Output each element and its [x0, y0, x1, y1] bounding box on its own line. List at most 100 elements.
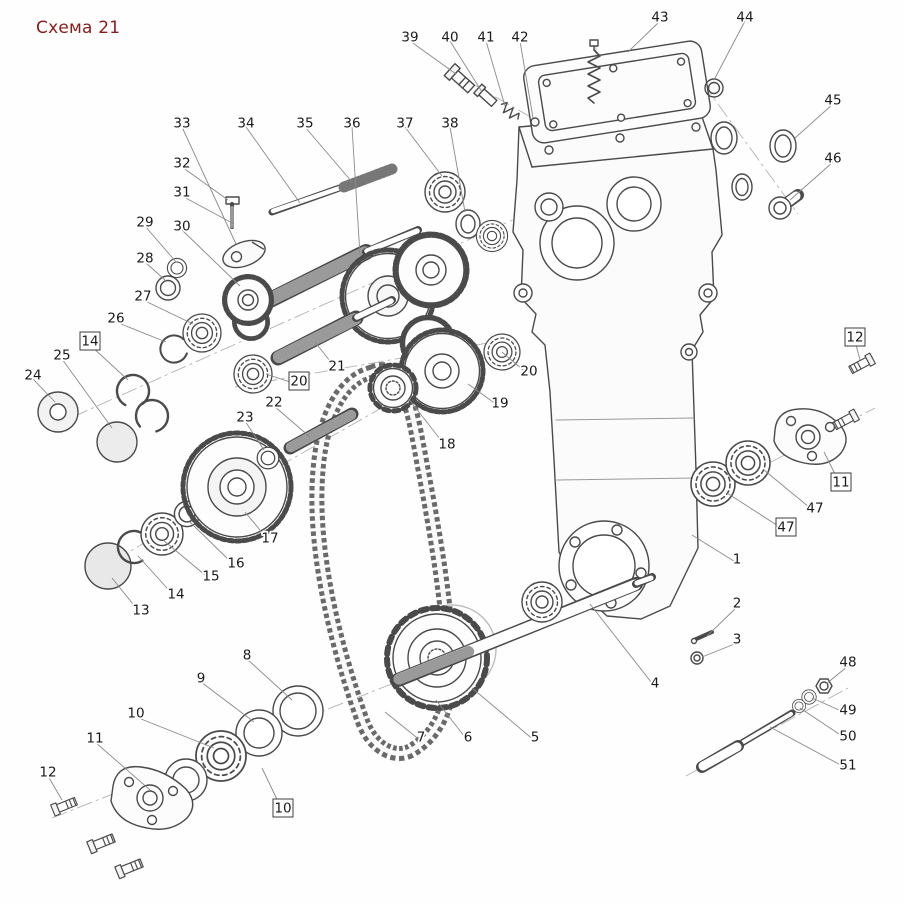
- snap-ring-14a: [109, 367, 157, 415]
- callout-16: 16: [189, 521, 246, 573]
- washer-29: [166, 257, 188, 279]
- svg-text:10: 10: [274, 801, 291, 817]
- snap-ring-14b: [128, 392, 176, 440]
- callout-48: 48: [825, 653, 858, 685]
- callout-20: 20: [265, 371, 310, 391]
- svg-text:12: 12: [39, 765, 56, 781]
- svg-text:11: 11: [86, 731, 103, 747]
- callout-3: 3: [701, 630, 743, 658]
- svg-text:22: 22: [265, 395, 282, 411]
- svg-text:13: 13: [132, 603, 149, 619]
- output-shaft-4: [391, 573, 656, 687]
- svg-text:17: 17: [261, 531, 278, 547]
- callout-32: 32: [172, 154, 229, 201]
- svg-text:7: 7: [417, 730, 426, 746]
- svg-text:41: 41: [477, 30, 494, 46]
- callout-7: 7: [384, 711, 427, 747]
- callout-43: 43: [627, 8, 670, 53]
- gearbox-housing: [512, 110, 723, 620]
- svg-text:6: 6: [464, 730, 473, 746]
- svg-text:18: 18: [438, 437, 455, 453]
- callout-17: 17: [244, 511, 280, 548]
- callout-50: 50: [799, 707, 858, 746]
- seal-ring-45c: [731, 173, 753, 201]
- callout-49: 49: [811, 697, 858, 720]
- svg-text:14: 14: [81, 334, 98, 350]
- bearing-20-right: [475, 219, 509, 253]
- callout-15: 15: [162, 539, 221, 586]
- callout-4: 4: [589, 603, 661, 693]
- bearing-27: [182, 313, 222, 353]
- chain-sprocket-18: [367, 362, 419, 414]
- detent-bolt-icon: [443, 62, 476, 94]
- svg-text:48: 48: [839, 655, 856, 671]
- callout-39: 39: [400, 28, 457, 75]
- svg-text:50: 50: [839, 729, 856, 745]
- detent-ball-icon: [530, 117, 540, 127]
- callout-5: 5: [471, 687, 541, 747]
- svg-text:2: 2: [733, 596, 742, 612]
- callout-37: 37: [395, 114, 443, 177]
- flange-plate-11-left: [110, 765, 194, 830]
- callout-10: 10: [261, 767, 294, 818]
- svg-text:19: 19: [491, 396, 508, 412]
- svg-text:4: 4: [651, 676, 660, 692]
- callout-22: 22: [264, 393, 311, 438]
- svg-text:8: 8: [243, 648, 252, 664]
- callout-44: 44: [713, 8, 755, 81]
- svg-text:49: 49: [839, 703, 856, 719]
- o-ring-44: [704, 78, 724, 98]
- callout-42: 42: [510, 28, 534, 119]
- callout-29: 29: [135, 213, 177, 263]
- svg-text:10: 10: [127, 706, 144, 722]
- svg-text:26: 26: [107, 311, 124, 327]
- callout-28: 28: [135, 249, 167, 282]
- svg-text:3: 3: [733, 632, 742, 648]
- rod-spring-35: [338, 163, 398, 193]
- svg-text:47: 47: [777, 520, 794, 536]
- svg-text:9: 9: [197, 671, 206, 687]
- splined-shaft-22: [283, 407, 359, 455]
- countershaft-21: [270, 296, 396, 366]
- callout-9: 9: [195, 669, 255, 723]
- top-cover-plate: [523, 40, 711, 144]
- callout-46: 46: [789, 149, 843, 201]
- callout-47: 47: [763, 469, 825, 518]
- svg-text:30: 30: [173, 219, 190, 235]
- callout-24: 24: [23, 366, 56, 403]
- svg-text:40: 40: [441, 30, 458, 46]
- detent-pin-icon: [473, 83, 498, 108]
- svg-text:20: 20: [290, 374, 307, 390]
- callout-23: 23: [235, 408, 265, 451]
- callout-1: 1: [691, 534, 743, 569]
- callout-31: 31: [172, 183, 235, 225]
- callout-25: 25: [52, 346, 113, 429]
- callout-21: 21: [314, 341, 347, 376]
- callout-35: 35: [295, 114, 353, 183]
- callout-51: 51: [769, 726, 858, 775]
- callout-6: 6: [435, 699, 474, 747]
- callout-14: 14: [79, 331, 129, 381]
- shift-fork-33: [222, 239, 266, 269]
- seal-ring-8: [272, 685, 324, 737]
- shift-bolt-32: [225, 196, 240, 229]
- callout-19: 19: [467, 383, 510, 413]
- callout-27: 27: [133, 287, 194, 325]
- seal-ring-45a: [710, 121, 738, 155]
- svg-text:12: 12: [846, 330, 863, 346]
- fitting-3: [690, 651, 704, 665]
- bearing-on-shaft-4: [521, 581, 563, 623]
- svg-text:35: 35: [296, 116, 313, 132]
- svg-text:32: 32: [173, 156, 190, 172]
- callout-8: 8: [241, 646, 293, 701]
- bushing-38: [455, 209, 481, 239]
- breather-plug-46: [768, 189, 804, 220]
- callout-12: 12: [38, 763, 63, 801]
- svg-text:42: 42: [511, 30, 528, 46]
- callout-20: 20: [501, 351, 539, 381]
- svg-text:36: 36: [343, 116, 360, 132]
- svg-text:34: 34: [237, 116, 254, 132]
- callout-34: 34: [236, 114, 301, 204]
